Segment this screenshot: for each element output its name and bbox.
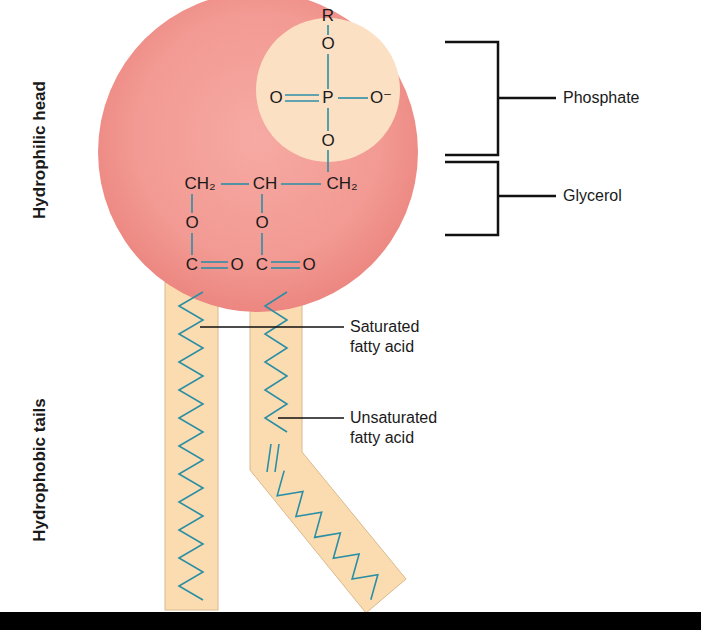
- bond: [261, 194, 263, 213]
- carbon-chain: [277, 471, 378, 600]
- atom-symbol: C: [186, 255, 198, 275]
- part-label: Phosphate: [563, 88, 640, 108]
- bond: [191, 233, 193, 255]
- atom-symbol: CH₂: [184, 174, 215, 194]
- leader-line: [200, 326, 344, 328]
- bond: [201, 261, 228, 263]
- atom-symbol: CH₂: [326, 174, 357, 194]
- fatty-acid-chains: [179, 292, 378, 600]
- carbon-chain: [179, 292, 203, 600]
- bond: [271, 261, 300, 263]
- atom-symbol: P: [322, 88, 333, 108]
- atom-symbol: C: [256, 255, 268, 275]
- part-label: Glycerol: [563, 186, 622, 206]
- bond: [221, 183, 249, 185]
- atom-symbol: CH: [253, 174, 278, 194]
- atom-symbol: O: [321, 34, 334, 54]
- double-bond: [267, 444, 271, 472]
- double-bond: [275, 444, 279, 472]
- bond: [327, 25, 329, 35]
- phosphate-region: [256, 18, 400, 162]
- bond: [271, 267, 300, 269]
- atom-symbol: O: [321, 131, 334, 151]
- bond: [327, 150, 329, 172]
- atom-symbol: O⁻: [370, 88, 392, 108]
- bond: [285, 94, 319, 96]
- chemical-bonds: [192, 25, 368, 472]
- bond: [338, 97, 368, 99]
- carbon-chain: [265, 292, 287, 432]
- atom-symbol: O: [185, 213, 198, 233]
- atom-symbol: R: [322, 6, 334, 26]
- atom-symbol: O: [255, 213, 268, 233]
- part-label: Unsaturated fatty acid: [350, 408, 450, 448]
- bond: [281, 183, 321, 185]
- phosphate-bracket: [445, 42, 498, 155]
- bottom-bar: [0, 612, 701, 630]
- leader-line: [278, 417, 344, 419]
- bond: [201, 267, 228, 269]
- bond: [261, 233, 263, 255]
- region-label: Hydrophilic head: [30, 81, 50, 219]
- brackets: [445, 42, 556, 235]
- leader-lines: [200, 327, 344, 418]
- glycerol-bracket: [445, 162, 498, 235]
- region-label: Hydrophobic tails: [30, 398, 50, 542]
- bond: [327, 108, 329, 131]
- leader-line: [498, 195, 556, 198]
- bond: [285, 100, 319, 102]
- hydrophilic-head: [98, 0, 418, 312]
- atom-symbol: O: [269, 88, 282, 108]
- leader-line: [498, 97, 556, 100]
- bond: [191, 194, 193, 213]
- saturated-tail: [165, 282, 218, 610]
- atom-symbol: O: [302, 255, 315, 275]
- part-label: Saturated fatty acid: [350, 317, 450, 357]
- bond: [327, 54, 329, 89]
- atom-symbol: O: [230, 255, 243, 275]
